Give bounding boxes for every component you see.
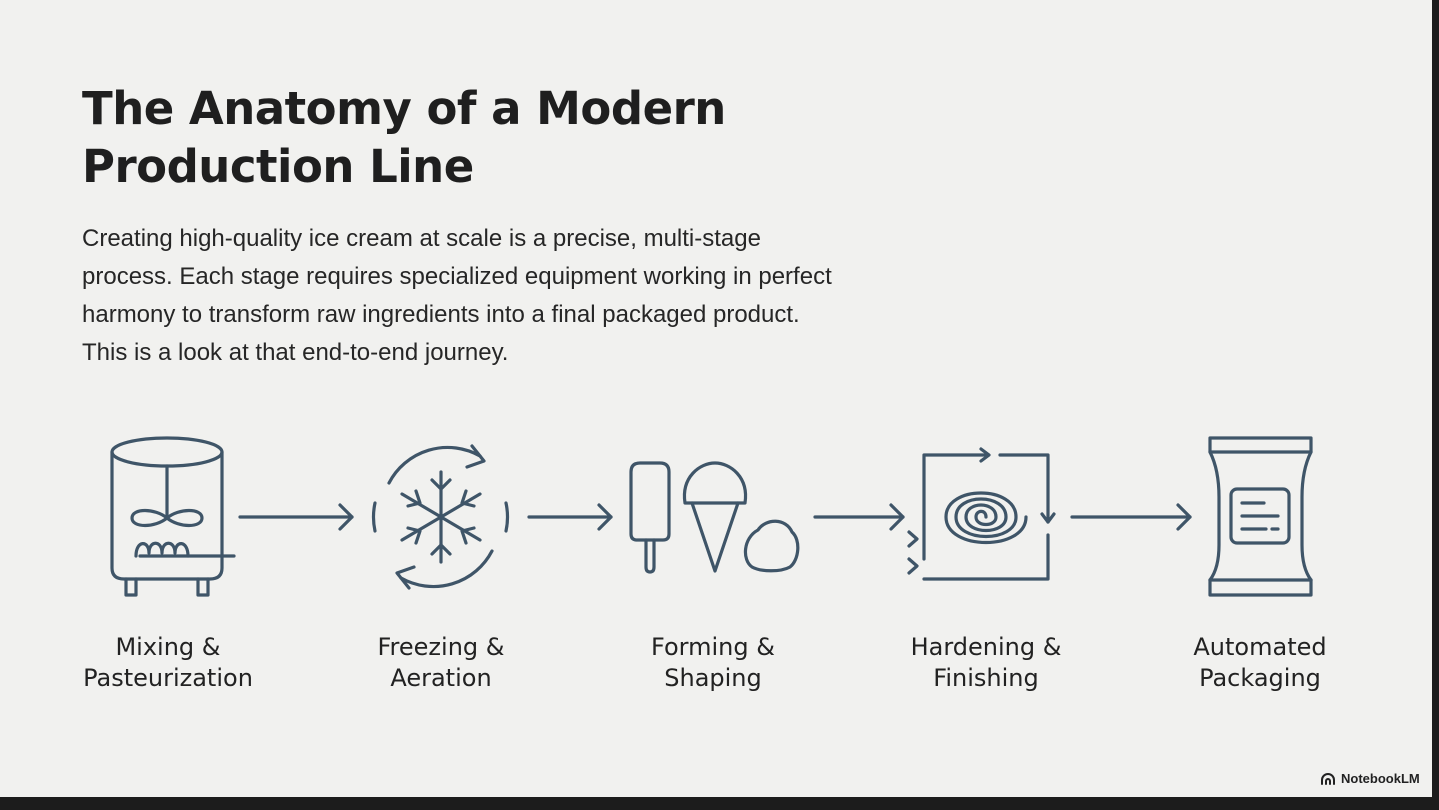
stage-label-forming: Forming & Shaping bbox=[588, 632, 838, 694]
slide-title-line-1: The Anatomy of a Modern bbox=[82, 82, 726, 135]
stage-label-line: Packaging bbox=[1199, 664, 1321, 692]
stage-label-hardening: Hardening & Finishing bbox=[861, 632, 1111, 694]
screen-border-right bbox=[1432, 0, 1439, 797]
flow-arrowhead-3 bbox=[889, 503, 905, 531]
stage-label-line: Hardening & bbox=[910, 633, 1062, 661]
flow-arrowhead-2 bbox=[597, 503, 613, 531]
notebooklm-logo-icon bbox=[1321, 772, 1335, 785]
stage-label-line: Pasteurization bbox=[83, 664, 253, 692]
stage-label-mixing: Mixing & Pasteurization bbox=[43, 632, 293, 694]
brand-label: NotebookLM bbox=[1341, 771, 1420, 786]
package-icon bbox=[1208, 436, 1313, 597]
stage-label-line: Mixing & bbox=[115, 633, 221, 661]
ice-cream-shapes-icon bbox=[629, 461, 800, 574]
stage-label-line: Freezing & bbox=[377, 633, 505, 661]
stage-label-line: Automated bbox=[1193, 633, 1327, 661]
stage-label-line: Finishing bbox=[933, 664, 1039, 692]
notebooklm-watermark: NotebookLM bbox=[1320, 771, 1420, 786]
stage-label-line: Shaping bbox=[664, 664, 762, 692]
flow-arrowhead-1 bbox=[338, 503, 354, 531]
production-line-diagram bbox=[110, 436, 1313, 597]
stage-label-packaging: Automated Packaging bbox=[1135, 632, 1385, 694]
screen-border-bottom bbox=[0, 797, 1439, 810]
stage-label-line: Aeration bbox=[390, 664, 492, 692]
stage-label-line: Forming & bbox=[651, 633, 775, 661]
spiral-tunnel-icon bbox=[907, 447, 1056, 581]
stage-label-freezing: Freezing & Aeration bbox=[316, 632, 566, 694]
slide-title-line-2: Production Line bbox=[82, 140, 474, 193]
flow-arrowhead-4 bbox=[1176, 503, 1192, 531]
slide: The Anatomy of a Modern Production Line … bbox=[0, 0, 1432, 797]
slide-title: The Anatomy of a Modern Production Line bbox=[82, 80, 842, 196]
slide-description: Creating high-quality ice cream at scale… bbox=[82, 225, 832, 366]
mixing-tank-icon bbox=[110, 436, 236, 597]
snowflake-cycle-icon bbox=[371, 444, 510, 590]
